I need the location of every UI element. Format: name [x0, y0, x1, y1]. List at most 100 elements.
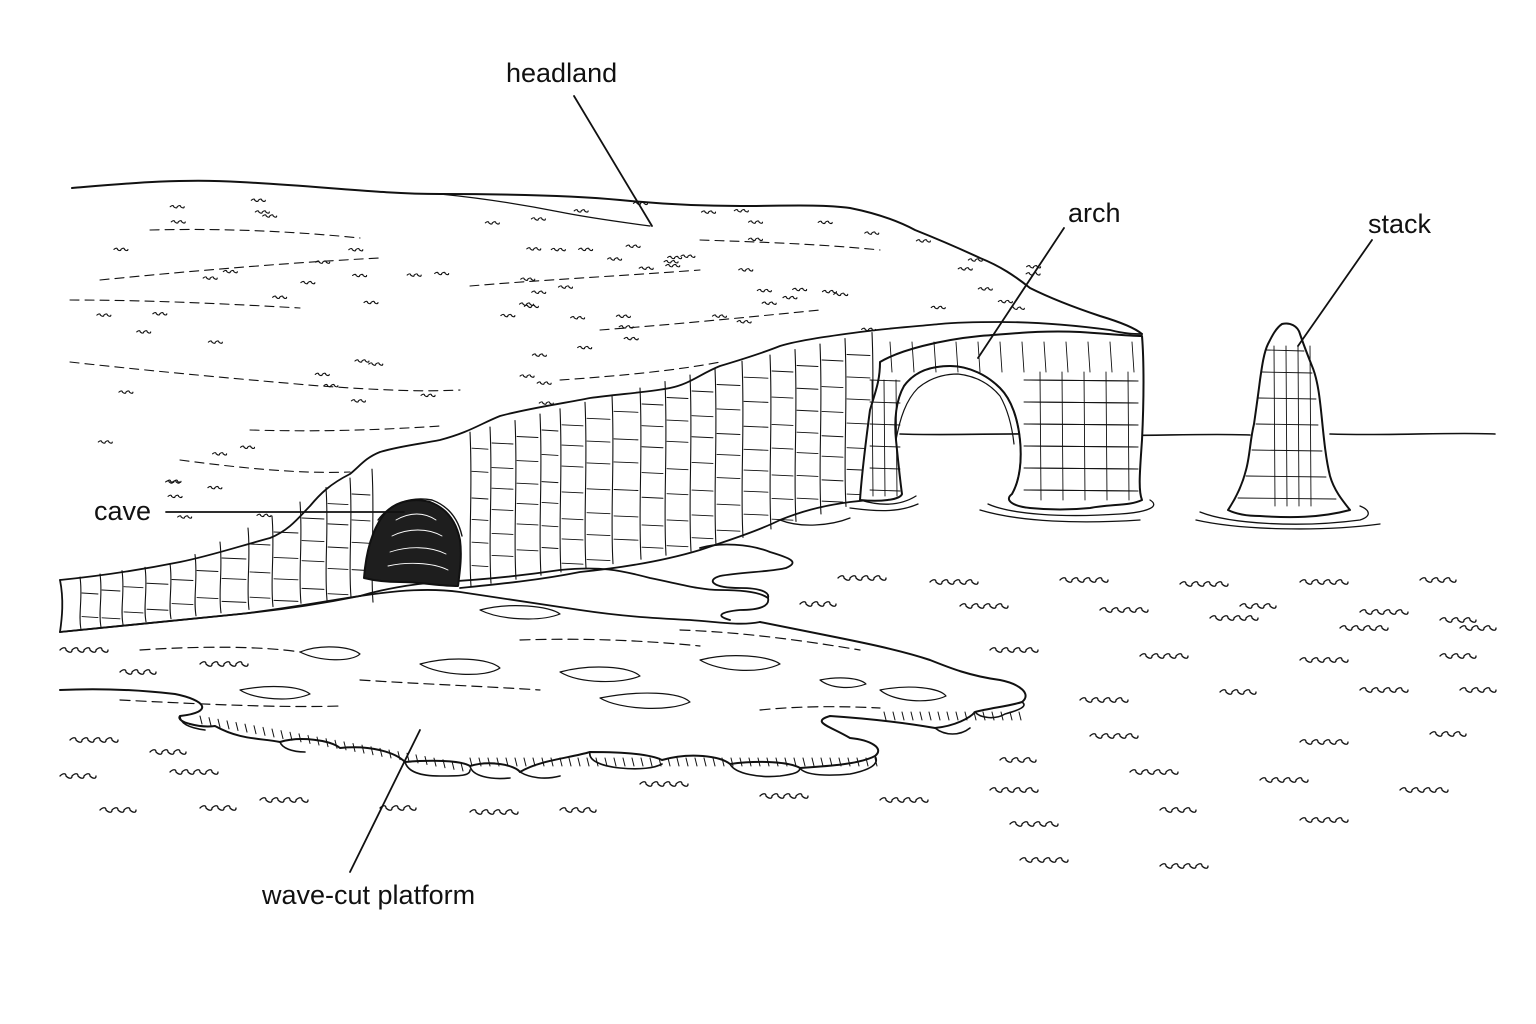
cliff-top-edge: [59, 321, 1143, 581]
grass-tuft: [821, 289, 837, 294]
ledge-hatch: [343, 741, 347, 751]
grass-tuft: [165, 480, 181, 484]
cliff-face: [59, 332, 901, 633]
cliff-bed: [471, 565, 489, 567]
stack-bed: [1255, 423, 1319, 426]
cliff-bed: [561, 444, 584, 447]
sea-wave-mark: [879, 797, 929, 803]
arch-bed: [1023, 379, 1139, 382]
cliff-bed: [821, 386, 844, 388]
cliff-joint: [271, 515, 274, 608]
cliff-bed: [716, 454, 741, 456]
cliff-bed: [771, 423, 794, 426]
ledge-hatch: [820, 757, 824, 767]
grass-tuft: [519, 374, 535, 378]
grass-tuft: [250, 198, 266, 203]
grass-tuft: [531, 290, 547, 295]
sea-wave-mark: [1159, 863, 1209, 869]
sea-wave-mark: [959, 603, 1009, 609]
grass-tuft: [352, 273, 368, 278]
cliff-bed: [846, 398, 871, 401]
platform-surface-line: [679, 629, 861, 651]
sea-wave-mark: [1459, 625, 1497, 631]
cliff-joint: [299, 501, 302, 604]
sea-wave-mark: [1359, 687, 1409, 693]
grass-tuft: [323, 383, 339, 388]
cliff-bed: [771, 498, 794, 500]
sea-wave-mark: [469, 809, 519, 815]
grass-tuft: [484, 221, 500, 225]
sea-wave-mark: [1399, 787, 1449, 793]
grass-tuft: [1009, 306, 1025, 311]
cliff-bed: [743, 376, 769, 379]
sea-wave-mark: [1009, 821, 1059, 827]
cliff-joint: [584, 401, 587, 569]
cliff-bed: [771, 370, 794, 373]
ledge-hatch: [622, 757, 626, 767]
cliff-bed: [666, 545, 689, 548]
cliff-bed: [561, 562, 584, 565]
grass-tuft: [406, 273, 422, 277]
sea-wave-mark: [1179, 581, 1229, 587]
sea-wave-mark: [259, 797, 309, 803]
ledge-hatch: [1000, 711, 1004, 721]
cliff-bed: [846, 354, 871, 356]
ledge-hatch: [892, 711, 896, 721]
cliff-bedding-lines: [81, 354, 871, 620]
sea-wave-mark: [119, 669, 157, 675]
ledge-hatch: [289, 731, 293, 741]
grass-tuft: [262, 214, 278, 218]
grass-tuft: [817, 220, 833, 225]
cliff-bed: [471, 470, 489, 473]
cliff-bed: [666, 519, 689, 522]
grass-tuft: [747, 220, 764, 224]
cliff-bed: [613, 461, 639, 464]
cliff-bed: [821, 359, 844, 362]
cave-interior-back: [387, 513, 449, 571]
cliff-joint: [79, 576, 82, 631]
sea-wave-mark: [1429, 731, 1467, 737]
cliff-bed: [743, 513, 769, 516]
arch-bed: [1023, 423, 1139, 426]
ledge-hatch: [271, 728, 275, 738]
ledge-hatch: [964, 711, 968, 721]
grass-tuft: [711, 314, 728, 318]
cliff-bed: [743, 425, 769, 428]
arch-joint: [1039, 371, 1042, 501]
grass-tuft: [536, 381, 552, 385]
cliff-bed: [586, 462, 611, 465]
arch-opening-rim: [903, 365, 1022, 495]
cliff-bed: [171, 603, 194, 605]
rock-pool: [699, 655, 781, 671]
cliff-bed: [666, 493, 689, 496]
arch-bed: [1023, 445, 1139, 448]
ledge-hatch: [730, 757, 734, 767]
grass-tuft: [314, 372, 330, 377]
cliff-joint: [689, 374, 692, 552]
grass-tuft: [434, 271, 450, 276]
cliff-bed: [491, 554, 514, 557]
cliff-bed: [743, 448, 769, 451]
ledge-hatch: [307, 734, 311, 744]
stack-joint: [1273, 345, 1276, 507]
cliff-bed: [249, 571, 271, 574]
headland-leader: [573, 95, 653, 227]
ledge-hatch: [658, 757, 662, 767]
rock-pool: [559, 666, 641, 683]
grass-tuft: [350, 399, 366, 403]
cliff-bed: [743, 400, 769, 403]
cliff-bed: [516, 482, 539, 485]
ledge-hatch: [793, 757, 797, 767]
ledge-hatch: [910, 711, 914, 721]
cliff-bed: [516, 436, 539, 438]
cliff-bed: [101, 617, 121, 620]
cliff-bed: [641, 472, 664, 474]
grass-tuft: [167, 494, 183, 499]
ledge-hatch: [523, 757, 527, 767]
ledge-hatch: [541, 757, 545, 767]
ledge-hatch: [604, 757, 608, 767]
grass-tuft: [363, 300, 379, 305]
sea-wave-mark: [59, 647, 109, 653]
cliff-bed: [301, 560, 325, 563]
cliff-bed: [301, 517, 325, 520]
